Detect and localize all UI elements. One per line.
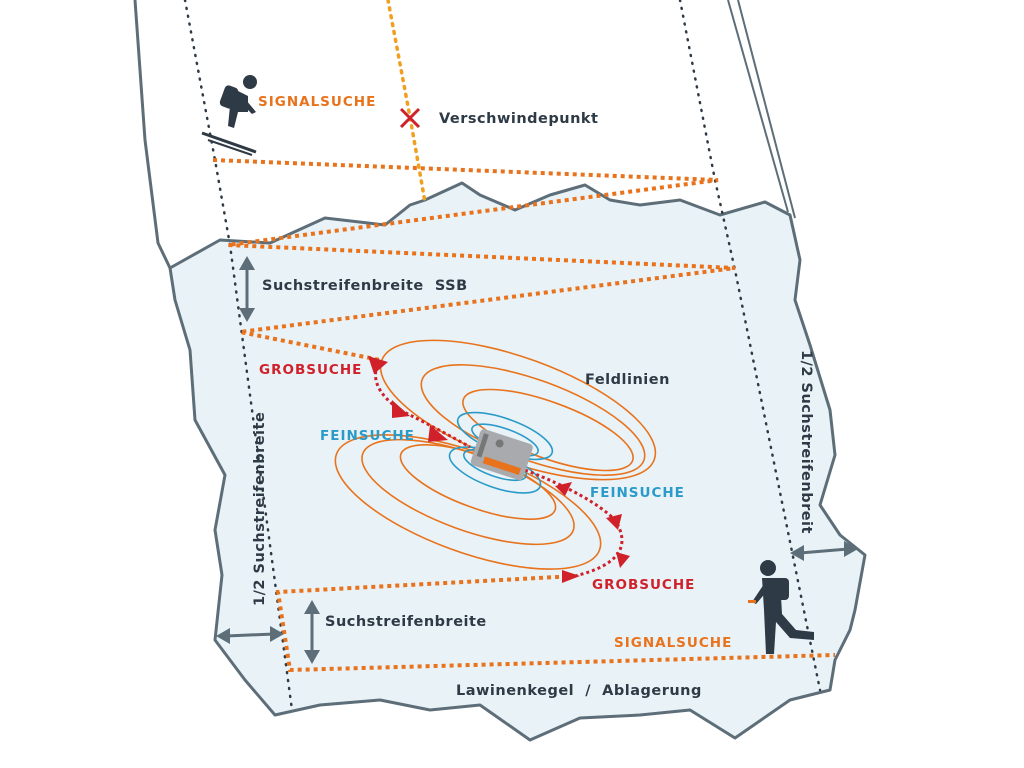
slope-right-edge [727, 0, 789, 213]
label-signalsuche-top: SIGNALSUCHE [258, 94, 376, 110]
label-lawinenkegel: Lawinenkegel / Ablagerung [456, 683, 702, 699]
slope-left-edge [133, 0, 172, 269]
disappearance-x-icon [399, 107, 421, 129]
fall-line [386, 0, 427, 204]
transceiver-icon [470, 429, 533, 481]
direction-arrows [368, 356, 630, 583]
label-half-strip-right: 1/2 Suchstreifenbreit [798, 350, 814, 534]
label-half-strip-left: 1/2 Suchstreifenbreite [252, 412, 268, 606]
walker-icon [748, 560, 814, 654]
label-suchstreifenbreite: Suchstreifenbreite [325, 614, 487, 630]
search-strip-boundary-left [183, 0, 294, 712]
double-arrow-icon [216, 256, 858, 664]
search-path-signal-bottom [275, 574, 836, 673]
label-verschwindepunkt: Verschwindepunkt [439, 111, 598, 127]
label-grobsuche-top: GROBSUCHE [259, 362, 362, 378]
skier-icon [201, 75, 257, 156]
search-strip-boundary-right [678, 0, 822, 692]
label-signalsuche-bottom: SIGNALSUCHE [614, 635, 732, 651]
label-feinsuche-left: FEINSUCHE [320, 428, 415, 444]
label-grobsuche-bottom: GROBSUCHE [592, 577, 695, 593]
label-ssb: Suchstreifenbreite SSB [262, 278, 468, 294]
label-feinsuche-right: FEINSUCHE [590, 485, 685, 501]
label-feldlinien: Feldlinien [585, 372, 670, 388]
slope-right-edge-2 [737, 0, 796, 219]
